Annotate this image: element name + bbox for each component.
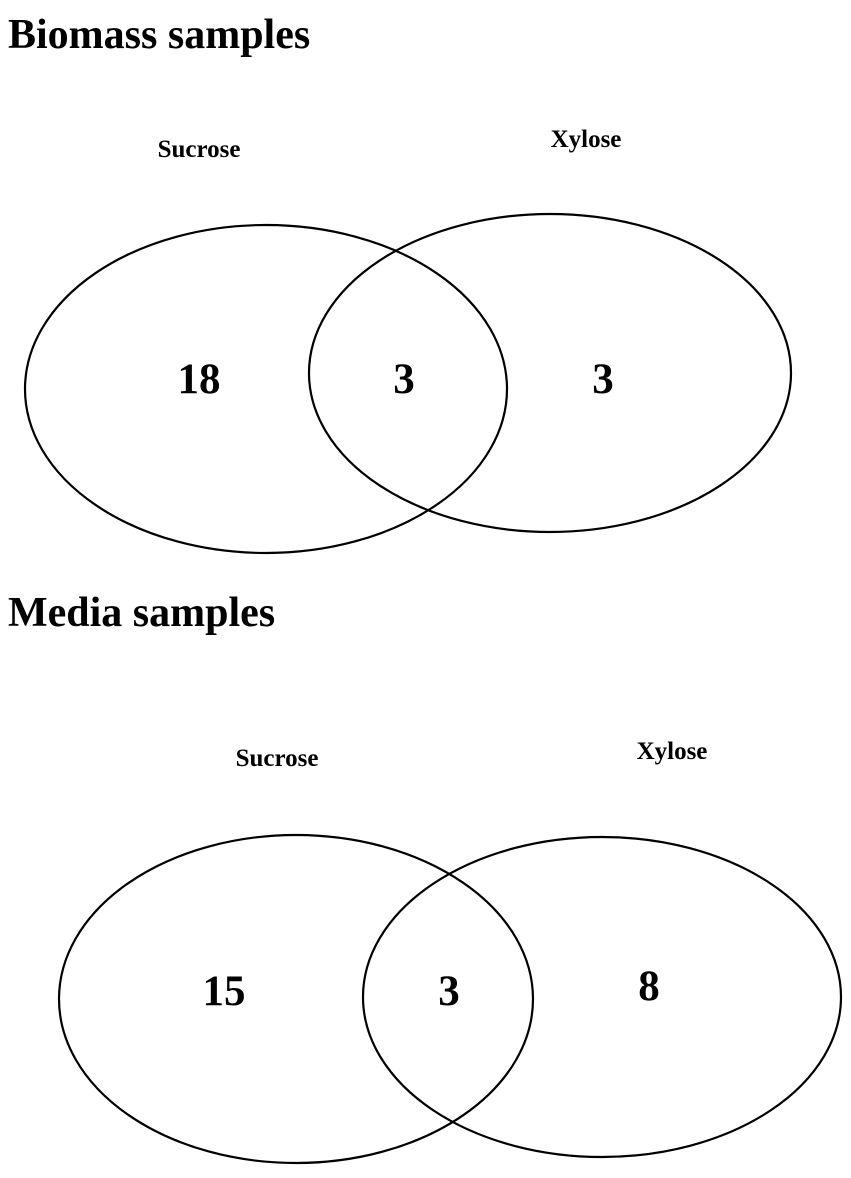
biomass-sucrose-set-ellipse (23, 223, 509, 555)
biomass-sucrose-label: Sucrose (158, 136, 241, 163)
biomass-sucrose-only-count: 18 (178, 356, 221, 403)
media-sucrose-set-ellipse (57, 833, 535, 1165)
biomass-section-title: Biomass samples (8, 12, 311, 58)
media-sucrose-label: Sucrose (236, 745, 319, 772)
media-xylose-set-ellipse (361, 835, 843, 1159)
biomass-xylose-label: Xylose (551, 126, 622, 153)
media-sucrose-only-count: 15 (203, 968, 246, 1015)
media-xylose-only-count: 8 (638, 963, 660, 1010)
media-section-title: Media samples (8, 590, 276, 636)
biomass-xylose-only-count: 3 (592, 356, 614, 403)
media-venn-diagram: Sucrose Xylose 15 3 8 (57, 738, 843, 1165)
media-xylose-label: Xylose (637, 738, 708, 765)
biomass-xylose-set-ellipse (307, 212, 793, 534)
media-overlap-count: 3 (438, 968, 460, 1015)
biomass-overlap-count: 3 (393, 356, 415, 403)
biomass-venn-diagram: Sucrose Xylose 18 3 3 (23, 126, 793, 555)
